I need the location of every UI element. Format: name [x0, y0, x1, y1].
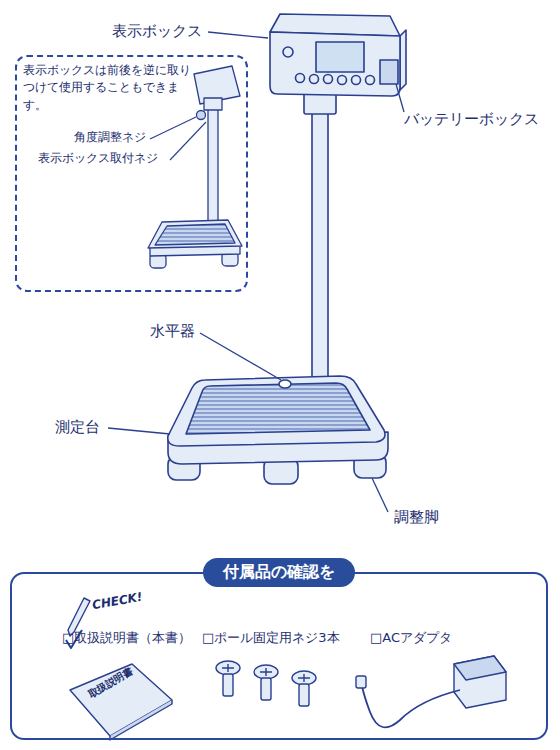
- section-heading: 付属品の確認を: [203, 558, 355, 587]
- check-stamp: CHECK!: [91, 590, 143, 613]
- accessory-box: 付属品の確認を: [10, 572, 548, 740]
- part-label: 表示ボックス取付ネジ: [38, 151, 158, 165]
- accessory-item: □ACアダプタ: [370, 630, 452, 646]
- part-label: 角度調整ネジ: [74, 130, 146, 144]
- part-label: 表示ボックス: [112, 22, 202, 40]
- accessory-item: □取扱説明書（本書）: [62, 630, 191, 646]
- part-label: 水平器: [150, 322, 195, 340]
- accessory-item: □ポール固定用ネジ3本: [202, 630, 340, 646]
- part-label: 測定台: [55, 418, 100, 436]
- inset-note-box: 表示ボックスは前後を逆に取りつけて使用することもできます。: [15, 55, 248, 292]
- part-label: 調整脚: [394, 508, 439, 526]
- note-text: 表示ボックスは前後を逆に取りつけて使用することもできます。: [23, 62, 191, 114]
- part-label: バッテリーボックス: [404, 110, 539, 128]
